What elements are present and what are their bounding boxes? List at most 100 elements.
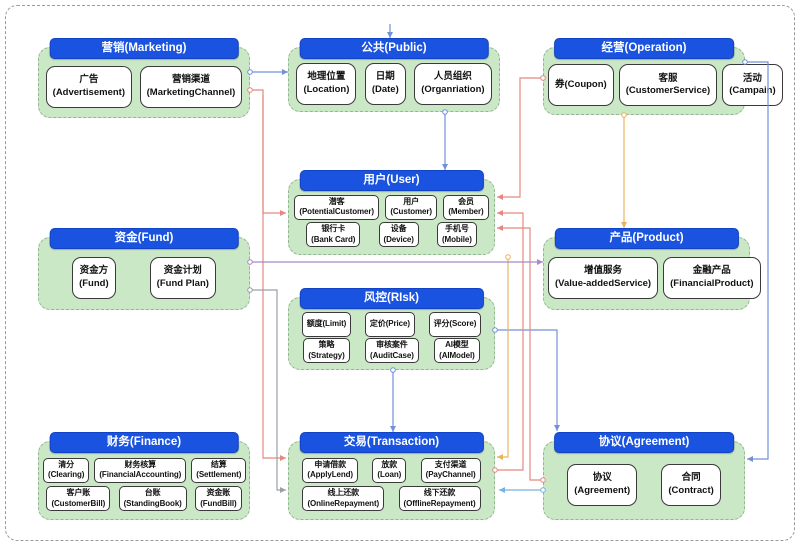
entity-card-label-en: (MarketingChannel) — [146, 86, 236, 98]
group-fund: 资金(Fund) 资金方(Fund) 资金计划(Fund Plan) — [38, 228, 250, 310]
entity-card-label-cn: 券(Coupon) — [555, 78, 607, 90]
entity-card-label-cn: 日期 — [375, 71, 395, 83]
entity-card[interactable]: 券(Coupon) — [548, 64, 614, 106]
entity-card[interactable]: 财务核算(FinancialAccounting) — [94, 457, 187, 483]
entity-card-label-en: (Agreement) — [574, 484, 631, 496]
entity-card-label-cn: 银行卡 — [321, 224, 346, 234]
entity-card-label-en: (Fund) — [79, 277, 109, 289]
entity-card-label-cn: 广告 — [79, 74, 99, 86]
entity-card[interactable]: 金融产品(FinancialProduct) — [663, 256, 761, 299]
entity-card-label-cn: 合同 — [681, 472, 701, 484]
group-header-agreement[interactable]: 协议(Agreement) — [554, 432, 734, 453]
entity-card-label-cn: 财务核算 — [124, 459, 157, 469]
group-agreement: 协议(Agreement) 协议(Agreement) 合同(Contract) — [543, 432, 745, 520]
entity-card[interactable]: 资金方(Fund) — [72, 256, 116, 299]
entity-card[interactable]: 额度(Limit) — [301, 311, 352, 337]
entity-card[interactable]: 放款(Loan) — [372, 457, 407, 483]
entity-card-label-cn: 支付渠道 — [434, 459, 467, 469]
entity-card[interactable]: 潜客(PotentialCustomer) — [294, 194, 379, 220]
entity-card[interactable]: 合同(Contract) — [661, 463, 721, 506]
entity-card-label-cn: 资金账 — [206, 488, 231, 498]
group-transaction: 交易(Transaction) 申请借款(ApplyLend) 放款(Loan) 支付… — [288, 432, 495, 520]
entity-card-label-cn: AI模型 — [445, 340, 469, 350]
group-product: 产品(Product)增值服务(Value-addedService)金融产品(… — [543, 228, 761, 310]
entity-card-label-en: (StandingBook) — [123, 498, 182, 508]
entity-card-label-cn: 设备 — [390, 224, 407, 234]
entity-card[interactable]: 定价(Price) — [364, 311, 415, 337]
entity-card-label-en: (PotentialCustomer) — [299, 207, 374, 217]
entity-card[interactable]: 活动(Campain) — [722, 64, 783, 106]
entity-card-label-en: (Campain) — [729, 85, 776, 96]
entity-card[interactable]: 日期(Date) — [364, 62, 406, 105]
entity-card-label-cn: 额度(Limit) — [306, 318, 347, 328]
entity-card-label-cn: 申请借款 — [314, 459, 346, 469]
entity-card-label-en: (Member) — [448, 207, 484, 217]
entity-card[interactable]: 会员(Member) — [443, 194, 489, 220]
entity-card[interactable]: 策略(Strategy) — [303, 338, 350, 364]
entity-card[interactable]: 银行卡(Bank Card) — [306, 222, 361, 248]
entity-card-label-cn: 客户账 — [66, 488, 91, 498]
entity-card[interactable]: 评分(Score) — [428, 311, 482, 337]
group-marketing: 营销(Marketing)广告(Advertisement)营销渠道(Marke… — [38, 38, 250, 118]
entity-card[interactable]: 审核案件(AuditCase) — [365, 338, 419, 364]
entity-card[interactable]: 资金计划(Fund Plan) — [149, 256, 216, 299]
entity-card-label-cn: 活动 — [742, 72, 762, 84]
entity-card-label-cn: 增值服务 — [584, 265, 623, 277]
entity-card-label-en: (FinancialProduct) — [670, 277, 754, 289]
entity-card[interactable]: 申请借款(ApplyLend) — [302, 457, 358, 483]
entity-card-label-cn: 策略 — [318, 340, 335, 350]
entity-card-label-en: (Organriation) — [421, 83, 485, 95]
entity-card-label-en: (CustomerBill) — [51, 498, 106, 508]
group-header-finance[interactable]: 财务(Finance) — [49, 432, 239, 453]
entity-card[interactable]: 资金账(FundBill) — [195, 486, 242, 512]
entity-card-label-cn: 潜客 — [328, 196, 345, 206]
entity-card-label-en: (Advertisement) — [52, 86, 125, 98]
entity-card-label-en: (Contract) — [668, 484, 714, 496]
entity-card[interactable]: 线下还款(OfflineRepayment) — [398, 486, 481, 512]
entity-card-label-cn: 人员组织 — [433, 71, 472, 83]
entity-card-label-en: (AuditCase) — [370, 350, 414, 360]
group-finance: 财务(Finance) 清分(Clearing)财务核算(FinancialAcc… — [38, 432, 250, 520]
group-header-risk[interactable]: 风控(RIsk) — [299, 288, 484, 309]
entity-card[interactable]: 用户(Customer) — [385, 194, 437, 220]
entity-card-label-cn: 手机号 — [445, 224, 469, 234]
entity-card[interactable]: 增值服务(Value-addedService) — [548, 256, 659, 299]
group-public: 公共(Public)地理位置(Location)日期(Date)人员组织(Org… — [288, 38, 500, 112]
entity-card[interactable]: 手机号(Mobile) — [436, 222, 477, 248]
group-header-user[interactable]: 用户(User) — [299, 170, 484, 191]
group-header-product[interactable]: 产品(Product) — [554, 228, 739, 249]
entity-card-label-cn: 线下还款 — [423, 488, 456, 498]
entity-card-label-en: (Date) — [371, 83, 399, 95]
entity-card[interactable]: 支付渠道(PayChannel) — [420, 457, 481, 483]
entity-card[interactable]: 设备(Device) — [378, 222, 419, 248]
entity-card-label-en: (Value-addedService) — [555, 277, 652, 289]
entity-card-label-cn: 评分(Score) — [433, 318, 477, 328]
entity-card[interactable]: 结算(Settlement) — [191, 457, 247, 483]
entity-card[interactable]: 台账(StandingBook) — [118, 486, 187, 512]
group-header-transaction[interactable]: 交易(Transaction) — [299, 432, 484, 453]
group-header-fund[interactable]: 资金(Fund) — [49, 228, 239, 249]
entity-card-label-cn: 线上还款 — [327, 488, 360, 498]
entity-card[interactable]: AI模型(AIModel) — [434, 338, 480, 364]
entity-card[interactable]: 线上还款(OnlineRepayment) — [302, 486, 385, 512]
entity-card[interactable]: 协议(Agreement) — [567, 463, 638, 506]
entity-card[interactable]: 客户账(CustomerBill) — [46, 486, 111, 512]
entity-card[interactable]: 地理位置(Location) — [296, 62, 357, 105]
group-header-marketing[interactable]: 营销(Marketing) — [49, 38, 239, 59]
entity-card-label-cn: 用户 — [403, 196, 420, 206]
entity-card-label-cn: 营销渠道 — [171, 74, 210, 86]
entity-card-label-en: (Fund Plan) — [156, 277, 209, 289]
entity-card-label-en: (Bank Card) — [311, 234, 356, 244]
group-header-public[interactable]: 公共(Public) — [299, 38, 489, 59]
entity-card[interactable]: 广告(Advertisement) — [45, 65, 132, 108]
group-header-operation[interactable]: 经营(Operation) — [554, 38, 734, 59]
entity-card[interactable]: 客服(CustomerService) — [618, 64, 718, 106]
entity-card-label-cn: 审核案件 — [376, 340, 408, 350]
entity-card[interactable]: 人员组织(Organriation) — [414, 62, 492, 105]
group-user: 用户(User)潜客(PotentialCustomer)用户(Customer… — [288, 170, 495, 255]
entity-card-label-en: (FundBill) — [200, 498, 237, 508]
entity-card-label-en: (Location) — [303, 83, 350, 95]
canvas-border — [5, 5, 795, 541]
entity-card[interactable]: 清分(Clearing) — [43, 457, 90, 483]
entity-card[interactable]: 营销渠道(MarketingChannel) — [139, 65, 243, 108]
